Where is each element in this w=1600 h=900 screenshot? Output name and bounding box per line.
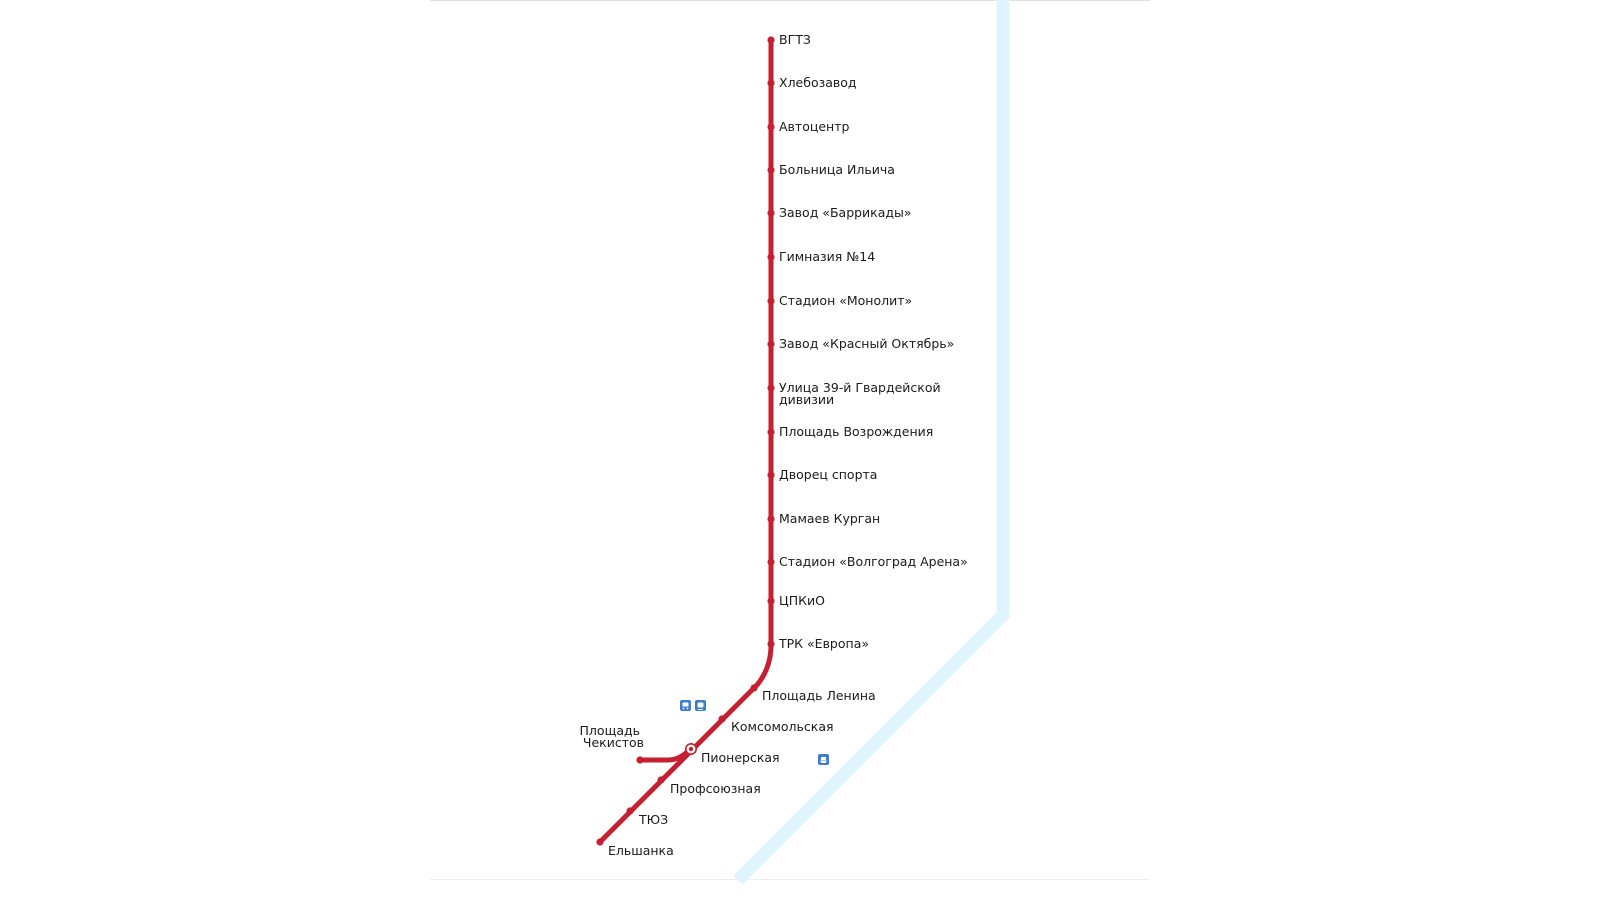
station-dot[interactable] — [596, 838, 604, 846]
station-label-line: дивизии — [779, 392, 834, 407]
station-dot[interactable] — [767, 340, 775, 348]
station-dot[interactable] — [767, 428, 775, 436]
station-dot[interactable] — [767, 79, 775, 87]
station-label-dvorec-sporta[interactable]: Дворец спорта — [779, 467, 877, 482]
station-label-avtocentr[interactable]: Автоцентр — [779, 119, 850, 134]
station-dot[interactable] — [767, 166, 775, 174]
station-labels: ВГТЗ Хлебозавод Автоцентр Больница Ильич… — [580, 32, 968, 858]
station-label-tyuz[interactable]: ТЮЗ — [638, 812, 668, 827]
train-icon[interactable] — [695, 700, 706, 711]
station-dot[interactable] — [767, 471, 775, 479]
metro-branch-track — [637, 746, 693, 763]
station-label-zavod-barrikady[interactable]: Завод «Баррикады» — [779, 205, 912, 220]
station-label-elshanka[interactable]: Ельшанка — [608, 843, 674, 858]
station-label-komsomolskaya[interactable]: Комсомольская — [731, 719, 834, 734]
station-dot[interactable] — [767, 515, 775, 523]
volga-river — [733, 0, 1010, 885]
map-panel — [430, 0, 1150, 880]
station-dot[interactable] — [718, 715, 726, 723]
station-dot[interactable] — [767, 209, 775, 217]
station-label-profsoyuznaya[interactable]: Профсоюзная — [670, 781, 761, 796]
station-dots — [596, 36, 775, 846]
station-dot[interactable] — [636, 756, 644, 764]
station-label-hlebozavod[interactable]: Хлебозавод — [779, 75, 857, 90]
station-label-cpkio[interactable]: ЦПКиО — [779, 593, 825, 608]
station-dot[interactable] — [767, 297, 775, 305]
station-label-stadion-monolit[interactable]: Стадион «Монолит» — [779, 293, 912, 308]
station-label-trk-evropa[interactable]: ТРК «Европа» — [778, 636, 869, 651]
station-label-ploshchad-chekistov[interactable]: Площадь Чекистов — [580, 723, 644, 750]
station-dot[interactable] — [767, 123, 775, 131]
station-label-gimnaziya-14[interactable]: Гимназия №14 — [779, 249, 875, 264]
station-label-zavod-krasny-oktyabr[interactable]: Завод «Красный Октябрь» — [779, 336, 954, 351]
station-dot[interactable] — [767, 253, 775, 261]
station-dot[interactable] — [750, 684, 758, 692]
station-dot[interactable] — [767, 558, 775, 566]
station-label-line: Чекистов — [583, 735, 644, 750]
station-label-line: Площадь — [580, 723, 640, 738]
station-label-mamaev-kurgan[interactable]: Мамаев Курган — [779, 511, 880, 526]
station-dot[interactable] — [657, 776, 665, 784]
station-label-stadion-volgograd-arena[interactable]: Стадион «Волгоград Арена» — [779, 554, 968, 569]
station-label-ploshchad-vozrozhdeniya[interactable]: Площадь Возрождения — [779, 424, 933, 439]
station-label-bolnica-ilicha[interactable]: Больница Ильича — [779, 162, 895, 177]
station-dot[interactable] — [767, 640, 775, 648]
boat-icon[interactable] — [818, 754, 829, 765]
station-dot[interactable] — [767, 384, 775, 392]
station-dot[interactable] — [767, 36, 775, 44]
station-label-line: Улица 39-й Гвардейской — [779, 380, 941, 395]
station-label-ploshchad-lenina[interactable]: Площадь Ленина — [762, 688, 876, 703]
station-label-pionerskaya[interactable]: Пионерская — [701, 750, 780, 765]
poi-icons — [680, 700, 829, 765]
station-dot[interactable] — [626, 807, 634, 815]
interchange-center-dot — [688, 746, 694, 752]
station-label-ulica-39-gvardeyskoy[interactable]: Улица 39-й Гвардейской дивизии — [779, 380, 945, 407]
station-dot[interactable] — [767, 597, 775, 605]
station-label-vgtz[interactable]: ВГТЗ — [779, 32, 811, 47]
bus-icon[interactable] — [680, 700, 691, 711]
